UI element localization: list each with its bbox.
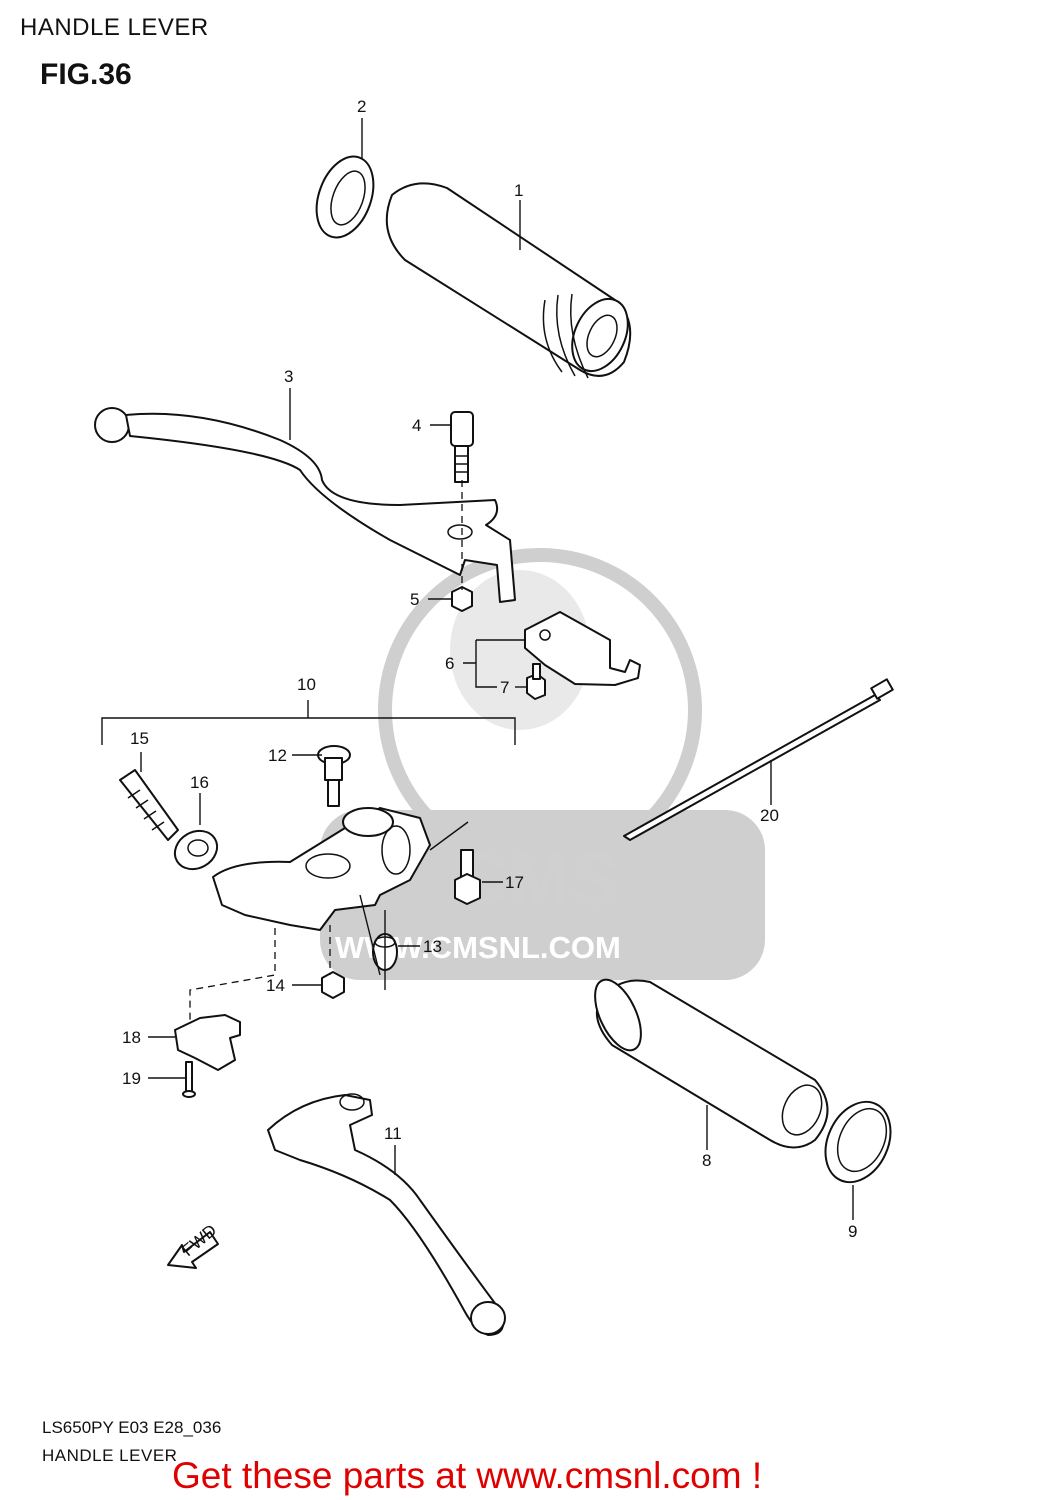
callout-15: 15 xyxy=(130,729,149,748)
part-14-nut xyxy=(321,971,345,999)
callout-5: 5 xyxy=(410,590,419,609)
part-6-brake-switch xyxy=(524,611,641,686)
callout-18: 18 xyxy=(122,1028,141,1047)
part-17-bolt xyxy=(454,849,481,905)
part-16-adjuster-knob xyxy=(173,829,219,871)
part-2-grip-end-cap xyxy=(315,155,375,239)
callout-9: 9 xyxy=(848,1222,857,1241)
watermark-brand: CMS xyxy=(455,838,619,921)
callout-10: 10 xyxy=(297,675,316,694)
part-5-nut xyxy=(451,586,473,612)
callout-6: 6 xyxy=(445,654,454,673)
callout-12: 12 xyxy=(268,746,287,765)
part-1-throttle-grip xyxy=(385,182,632,379)
part-19-screw xyxy=(182,1061,196,1098)
callout-11: 11 xyxy=(384,1124,402,1143)
callout-7: 7 xyxy=(500,678,509,697)
callout-17: 17 xyxy=(505,873,524,892)
part-11-clutch-lever xyxy=(267,1093,506,1336)
forward-direction-arrow: FWD xyxy=(167,1221,220,1269)
callout-labels: 2 1 3 4 5 6 7 10 20 15 16 12 17 13 14 18… xyxy=(122,97,857,1241)
part-10-lever-holder xyxy=(212,807,431,931)
callout-1: 1 xyxy=(514,181,523,200)
watermark-mascot xyxy=(450,570,590,730)
callout-13: 13 xyxy=(423,937,442,956)
page-title: HANDLE LEVER xyxy=(20,14,209,41)
part-7-screw xyxy=(526,663,546,700)
callout-8: 8 xyxy=(702,1151,711,1170)
section-name: HANDLE LEVER xyxy=(42,1446,178,1465)
callout-20: 20 xyxy=(760,806,779,825)
callout-16: 16 xyxy=(190,773,209,792)
part-9-grip-end-cap xyxy=(824,1100,892,1184)
part-18-clutch-switch xyxy=(174,1014,241,1071)
assembly-lines-13-17 xyxy=(359,821,469,990)
leader-lines xyxy=(140,118,854,1220)
promo-link[interactable]: Get these parts at www.cmsnl.com ! xyxy=(172,1455,763,1496)
part-3-brake-lever xyxy=(94,407,516,603)
cms-watermark: CMS WWW.CMSNL.COM xyxy=(320,548,765,980)
part-4-pivot-bolt xyxy=(450,411,474,483)
callout-4: 4 xyxy=(412,416,421,435)
watermark-badge xyxy=(320,810,765,980)
part-8-left-grip xyxy=(594,978,829,1149)
figure-number: FIG.36 xyxy=(40,58,132,91)
callout-14: 14 xyxy=(266,976,285,995)
part-12-pivot-bolt xyxy=(317,745,351,807)
callout-19: 19 xyxy=(122,1069,141,1088)
assembly-bracket-10 xyxy=(101,700,516,745)
dashed-line-18 xyxy=(189,928,276,1020)
callout-2: 2 xyxy=(357,97,366,116)
model-code: LS650PY E03 E28_036 xyxy=(42,1418,222,1437)
part-20-cable-tie xyxy=(623,678,894,841)
part-15-adjuster-bolt xyxy=(119,769,179,841)
callout-3: 3 xyxy=(284,367,293,386)
